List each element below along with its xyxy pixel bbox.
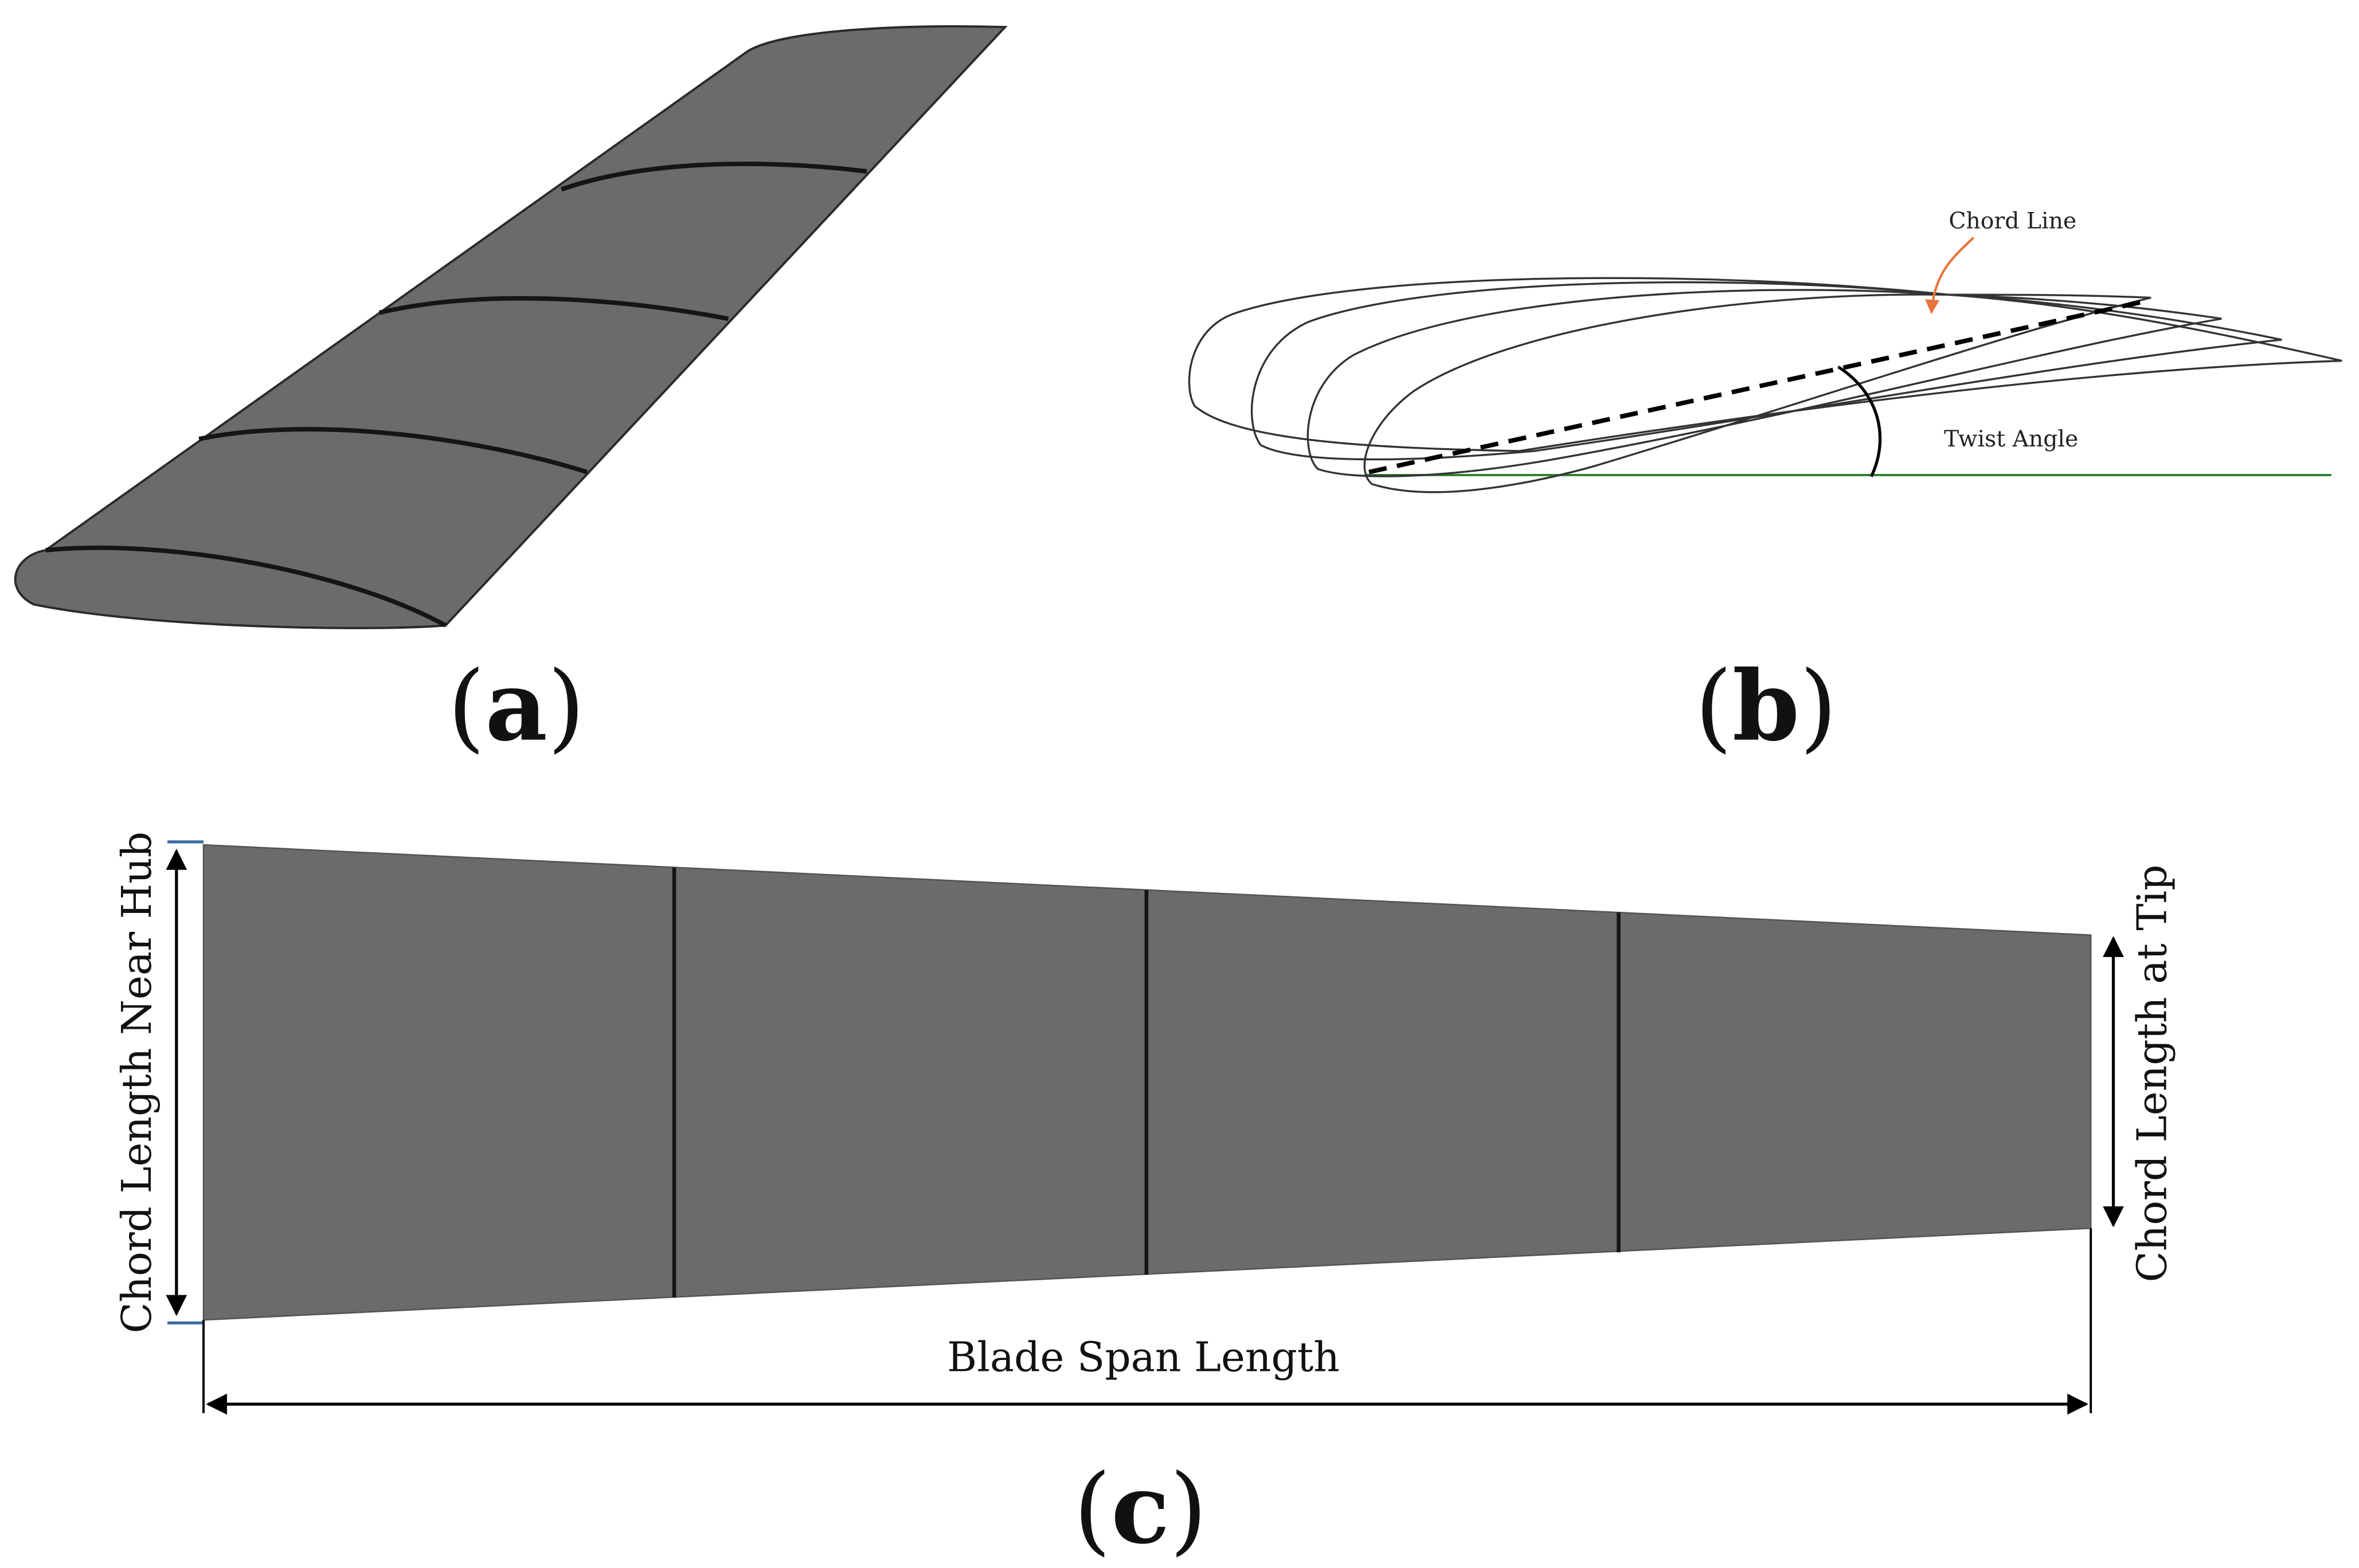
- blade-3d-section-1: [198, 427, 588, 475]
- chord-line-pointer-arrow: [1925, 236, 1975, 315]
- tip-chord-label: Chord Length at Tip: [2128, 864, 2176, 1282]
- chord-line-dashed: [1368, 298, 2149, 475]
- chord-line-label: Chord Line: [1949, 208, 2076, 234]
- panel-a-blade-3d: [14, 25, 1008, 629]
- span-label: Blade Span Length: [947, 1333, 1340, 1381]
- twist-angle-arc: [1837, 365, 1882, 477]
- blade-3d-root-section: [45, 545, 447, 628]
- blade-3d-surface: [14, 25, 1008, 629]
- airfoil-section-2: [1250, 281, 2282, 461]
- blade-3d-section-2: [379, 296, 729, 321]
- blade-3d-section-3: [561, 162, 867, 192]
- panel-b-label: (b): [1695, 649, 1837, 763]
- panel-b-twist-diagram: Chord Line Twist Angle: [1188, 208, 2342, 493]
- twist-angle-label: Twist Angle: [1944, 426, 2078, 452]
- hub-chord-label: Chord Length Near Hub: [113, 832, 161, 1334]
- airfoil-section-1: [1188, 277, 2342, 452]
- airfoil-section-4: [1363, 293, 2151, 493]
- panel-c-label: (c): [1074, 1452, 1207, 1565]
- panel-a-label: (a): [448, 649, 585, 763]
- panel-c-planform: Chord Length Near Hub Chord Length at Ti…: [113, 832, 2176, 1415]
- airfoil-section-3: [1306, 289, 2222, 477]
